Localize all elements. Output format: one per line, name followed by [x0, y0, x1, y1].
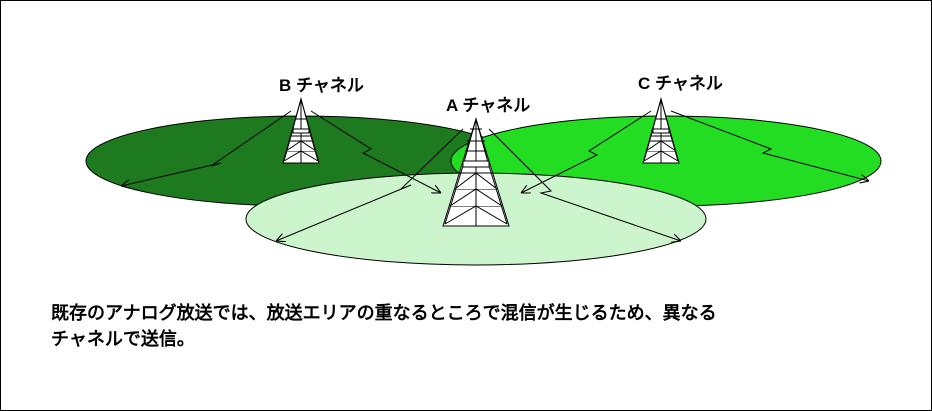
transmission-tower-c — [642, 97, 680, 164]
channel-label-c: C チャネル — [638, 74, 723, 93]
transmission-tower-b — [282, 97, 320, 164]
caption-line-2: チャネルで送信。 — [51, 329, 195, 350]
caption-line-1: 既存のアナログ放送では、放送エリアの重なるところで混信が生じるため、異なる — [51, 303, 717, 324]
signal-arrows-b — [121, 110, 441, 193]
signal-arrows-a — [276, 128, 681, 241]
transmission-tower-a — [442, 117, 510, 227]
caption-text: 既存のアナログ放送では、放送エリアの重なるところで混信が生じるため、異なる チャ… — [51, 301, 911, 353]
channel-label-a: A チャネル — [446, 96, 531, 115]
channel-label-b: B チャネル — [279, 76, 364, 95]
signal-arrows-c — [521, 110, 869, 193]
